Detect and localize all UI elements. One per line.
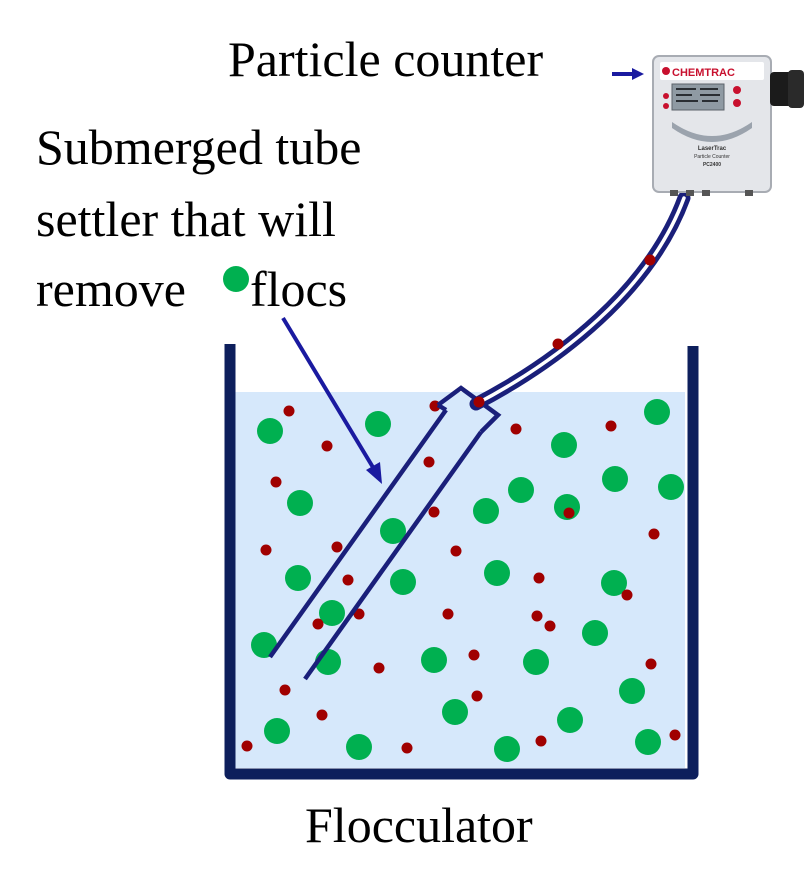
tank-wall bbox=[224, 344, 699, 780]
flocculator-label: Flocculator bbox=[305, 797, 533, 853]
small-particle bbox=[471, 690, 483, 702]
tube-settler-label-line3: remove flocs bbox=[36, 264, 347, 314]
small-particle bbox=[331, 541, 343, 553]
floc-particle bbox=[551, 432, 577, 458]
small-particle bbox=[621, 589, 633, 601]
floc-particle bbox=[619, 678, 645, 704]
small-particle bbox=[563, 507, 575, 519]
small-particle bbox=[316, 709, 328, 721]
device-model-line3: PC2400 bbox=[703, 162, 721, 168]
small-particle bbox=[644, 254, 656, 266]
floc-particle bbox=[602, 466, 628, 492]
small-particle bbox=[531, 610, 543, 622]
floc-particle bbox=[365, 411, 391, 437]
device-brand: CHEMTRAC bbox=[672, 67, 735, 79]
small-particle bbox=[342, 574, 354, 586]
small-particle bbox=[312, 618, 324, 630]
small-particle bbox=[270, 476, 282, 488]
small-particle bbox=[450, 545, 462, 557]
small-particle bbox=[473, 396, 485, 408]
floc-particle bbox=[635, 729, 661, 755]
particle-counter-label: Particle counter bbox=[228, 31, 544, 87]
small-particle bbox=[648, 528, 660, 540]
small-particle bbox=[373, 662, 385, 674]
floc-particle bbox=[473, 498, 499, 524]
device-button-icon bbox=[733, 86, 741, 94]
floc-particle bbox=[508, 477, 534, 503]
small-particle bbox=[423, 456, 435, 468]
small-particle bbox=[283, 405, 295, 417]
small-particle bbox=[321, 440, 333, 452]
floc-particle bbox=[346, 734, 372, 760]
small-particle bbox=[533, 572, 545, 584]
device-model-line1: LaserTrac bbox=[698, 146, 727, 152]
tube-settler-label-flocs: flocs bbox=[249, 261, 348, 317]
floc-particle bbox=[319, 600, 345, 626]
particle-layer-front bbox=[473, 254, 656, 408]
floc-particle bbox=[582, 620, 608, 646]
tube-settler-label-line1: Submerged tube bbox=[36, 119, 362, 175]
tube-settler-label-remove: remove bbox=[36, 261, 186, 317]
sample-tubing bbox=[469, 191, 691, 411]
device-display bbox=[671, 83, 725, 111]
floc-particle bbox=[380, 518, 406, 544]
floc-legend-icon bbox=[223, 266, 249, 292]
device-model-line2: Particle Counter bbox=[694, 154, 730, 160]
floc-particle bbox=[257, 418, 283, 444]
small-particle bbox=[544, 620, 556, 632]
device-button-icon bbox=[733, 99, 741, 107]
floc-particle bbox=[658, 474, 684, 500]
small-particle bbox=[401, 742, 413, 754]
pointer-arrow bbox=[281, 316, 382, 484]
small-particle bbox=[535, 735, 547, 747]
small-particle bbox=[279, 684, 291, 696]
small-particle bbox=[353, 608, 365, 620]
counter-arrow-icon bbox=[612, 68, 644, 80]
floc-particle bbox=[557, 707, 583, 733]
floc-particle bbox=[601, 570, 627, 596]
small-particle bbox=[552, 338, 564, 350]
small-particle bbox=[510, 423, 522, 435]
small-particle bbox=[605, 420, 617, 432]
particle-counter-device: CHEMTRAC LaserTrac Particle Counter PC24… bbox=[652, 55, 804, 196]
floc-particle bbox=[494, 736, 520, 762]
small-particle bbox=[260, 544, 272, 556]
small-particle bbox=[428, 506, 440, 518]
floc-particle bbox=[285, 565, 311, 591]
tube-settler-label-line2: settler that will bbox=[36, 191, 336, 247]
particle-layer bbox=[241, 399, 684, 762]
floc-particle bbox=[484, 560, 510, 586]
floc-particle bbox=[421, 647, 447, 673]
floc-particle bbox=[264, 718, 290, 744]
floc-particle bbox=[644, 399, 670, 425]
small-particle bbox=[645, 658, 657, 670]
floc-particle bbox=[251, 632, 277, 658]
small-particle bbox=[241, 740, 253, 752]
small-particle bbox=[442, 608, 454, 620]
floc-particle bbox=[287, 490, 313, 516]
small-particle bbox=[468, 649, 480, 661]
small-particle bbox=[669, 729, 681, 741]
floc-particle bbox=[390, 569, 416, 595]
floc-particle bbox=[442, 699, 468, 725]
floc-particle bbox=[523, 649, 549, 675]
